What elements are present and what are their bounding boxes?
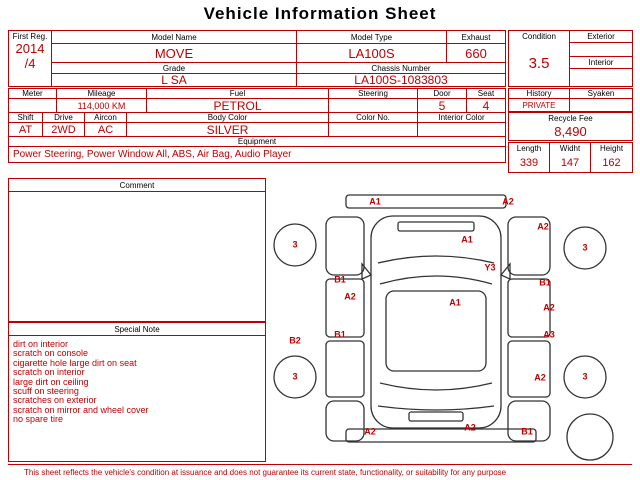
comment-list (9, 192, 265, 200)
note-line: scratch on interior (13, 367, 85, 378)
condition-label: Condition (522, 32, 556, 41)
special-note-label: Special Note (9, 323, 265, 336)
meter-value (8, 98, 57, 113)
recycle-fee-label: Recycle Fee (548, 114, 593, 123)
drive-value: 2WD (42, 122, 85, 137)
damage-marker: A3 (543, 329, 555, 340)
damage-marker: A2 (344, 291, 356, 302)
mileage-value: 114,000 KM (56, 98, 147, 113)
syaken-value (569, 98, 633, 112)
page-title: Vehicle Information Sheet (203, 4, 437, 23)
recycle-fee-cell: Recycle Fee 8,490 (508, 112, 633, 141)
width-label: Widht (559, 144, 581, 153)
model-type-value: LA100S (296, 43, 447, 63)
history-value: PRIVATE (508, 98, 570, 112)
damage-marker: A2 (543, 302, 555, 313)
fuel-value: PETROL (146, 98, 329, 113)
seat-value: 4 (466, 98, 506, 113)
note-line: no spare tire (13, 414, 64, 425)
length-cell: Length 339 (508, 142, 550, 173)
first-reg-cell: First Reg. 2014 /4 (8, 30, 52, 87)
model-name-label: Model Name (51, 30, 297, 44)
damage-marker: A2 (464, 422, 476, 433)
note-line: large dirt on ceiling (13, 376, 89, 387)
width-cell: Widht 147 (549, 142, 591, 173)
damage-marker: A2 (534, 372, 546, 383)
exhaust-label: Exhaust (446, 30, 506, 44)
damage-marker: A2 (537, 221, 549, 232)
exterior-value (569, 42, 633, 57)
damage-marker: B1 (334, 329, 346, 340)
length-label: Length (516, 144, 542, 153)
first-reg-label: First Reg. (12, 32, 48, 41)
interior-color-value (417, 122, 506, 137)
note-line: dirt on interior (13, 339, 69, 349)
shift-value: AT (8, 122, 43, 137)
damage-marker: B1 (334, 274, 346, 285)
damage-marker: B1 (521, 426, 533, 437)
chassis-number-value: LA100S-1083803 (296, 73, 506, 87)
wheel-grade: 3 (292, 371, 298, 382)
width-value: 147 (560, 156, 580, 169)
wheel-grade: 3 (582, 371, 588, 382)
height-label: Height (599, 144, 624, 153)
body-color-value: SILVER (126, 122, 329, 137)
condition-cell: Condition 3.5 (508, 30, 570, 87)
damage-marker: B1 (539, 277, 551, 288)
first-reg-year: 2014 (15, 41, 45, 56)
note-line: scratches on exterior (13, 395, 97, 406)
steering-value (328, 98, 418, 113)
damage-marker: A2 (502, 196, 514, 207)
footer-disclaimer: This sheet reflects the vehicle's condit… (8, 464, 632, 477)
height-value: 162 (602, 156, 621, 169)
model-type-label: Model Type (296, 30, 447, 44)
damage-marker: B2 (289, 335, 301, 346)
damage-marker: A1 (449, 297, 461, 308)
first-reg-month: /4 (24, 56, 36, 71)
exhaust-value: 660 (446, 43, 506, 63)
comment-panel: Comment (8, 178, 266, 322)
damage-marker: Y3 (484, 262, 496, 273)
note-line: scratch on console (13, 348, 89, 359)
aircon-value: AC (84, 122, 127, 137)
grade-value: L SA (51, 73, 297, 87)
recycle-fee-value: 8,490 (554, 124, 587, 139)
condition-value: 3.5 (528, 55, 550, 72)
model-name-value: MOVE (51, 43, 297, 63)
height-cell: Height 162 (590, 142, 633, 173)
damage-marker: A1 (461, 234, 473, 245)
interior-value (569, 68, 633, 87)
note-line: cigarette hole large dirt on seat (13, 357, 137, 368)
damage-marker: A2 (364, 426, 376, 437)
comment-label: Comment (9, 179, 265, 192)
car-outline-drawing (273, 194, 614, 461)
note-line: scuff on steering (13, 386, 79, 397)
damage-marker: A1 (369, 196, 381, 207)
note-line: scratch on mirror and wheel cover (13, 404, 149, 415)
equipment-value: Power Steering, Power Window All, ABS, A… (8, 146, 506, 163)
door-value: 5 (417, 98, 467, 113)
length-value: 339 (519, 156, 539, 169)
wheel-grade: 3 (582, 242, 588, 253)
wheel-grade: 3 (292, 239, 298, 250)
color-no-value (328, 122, 418, 137)
